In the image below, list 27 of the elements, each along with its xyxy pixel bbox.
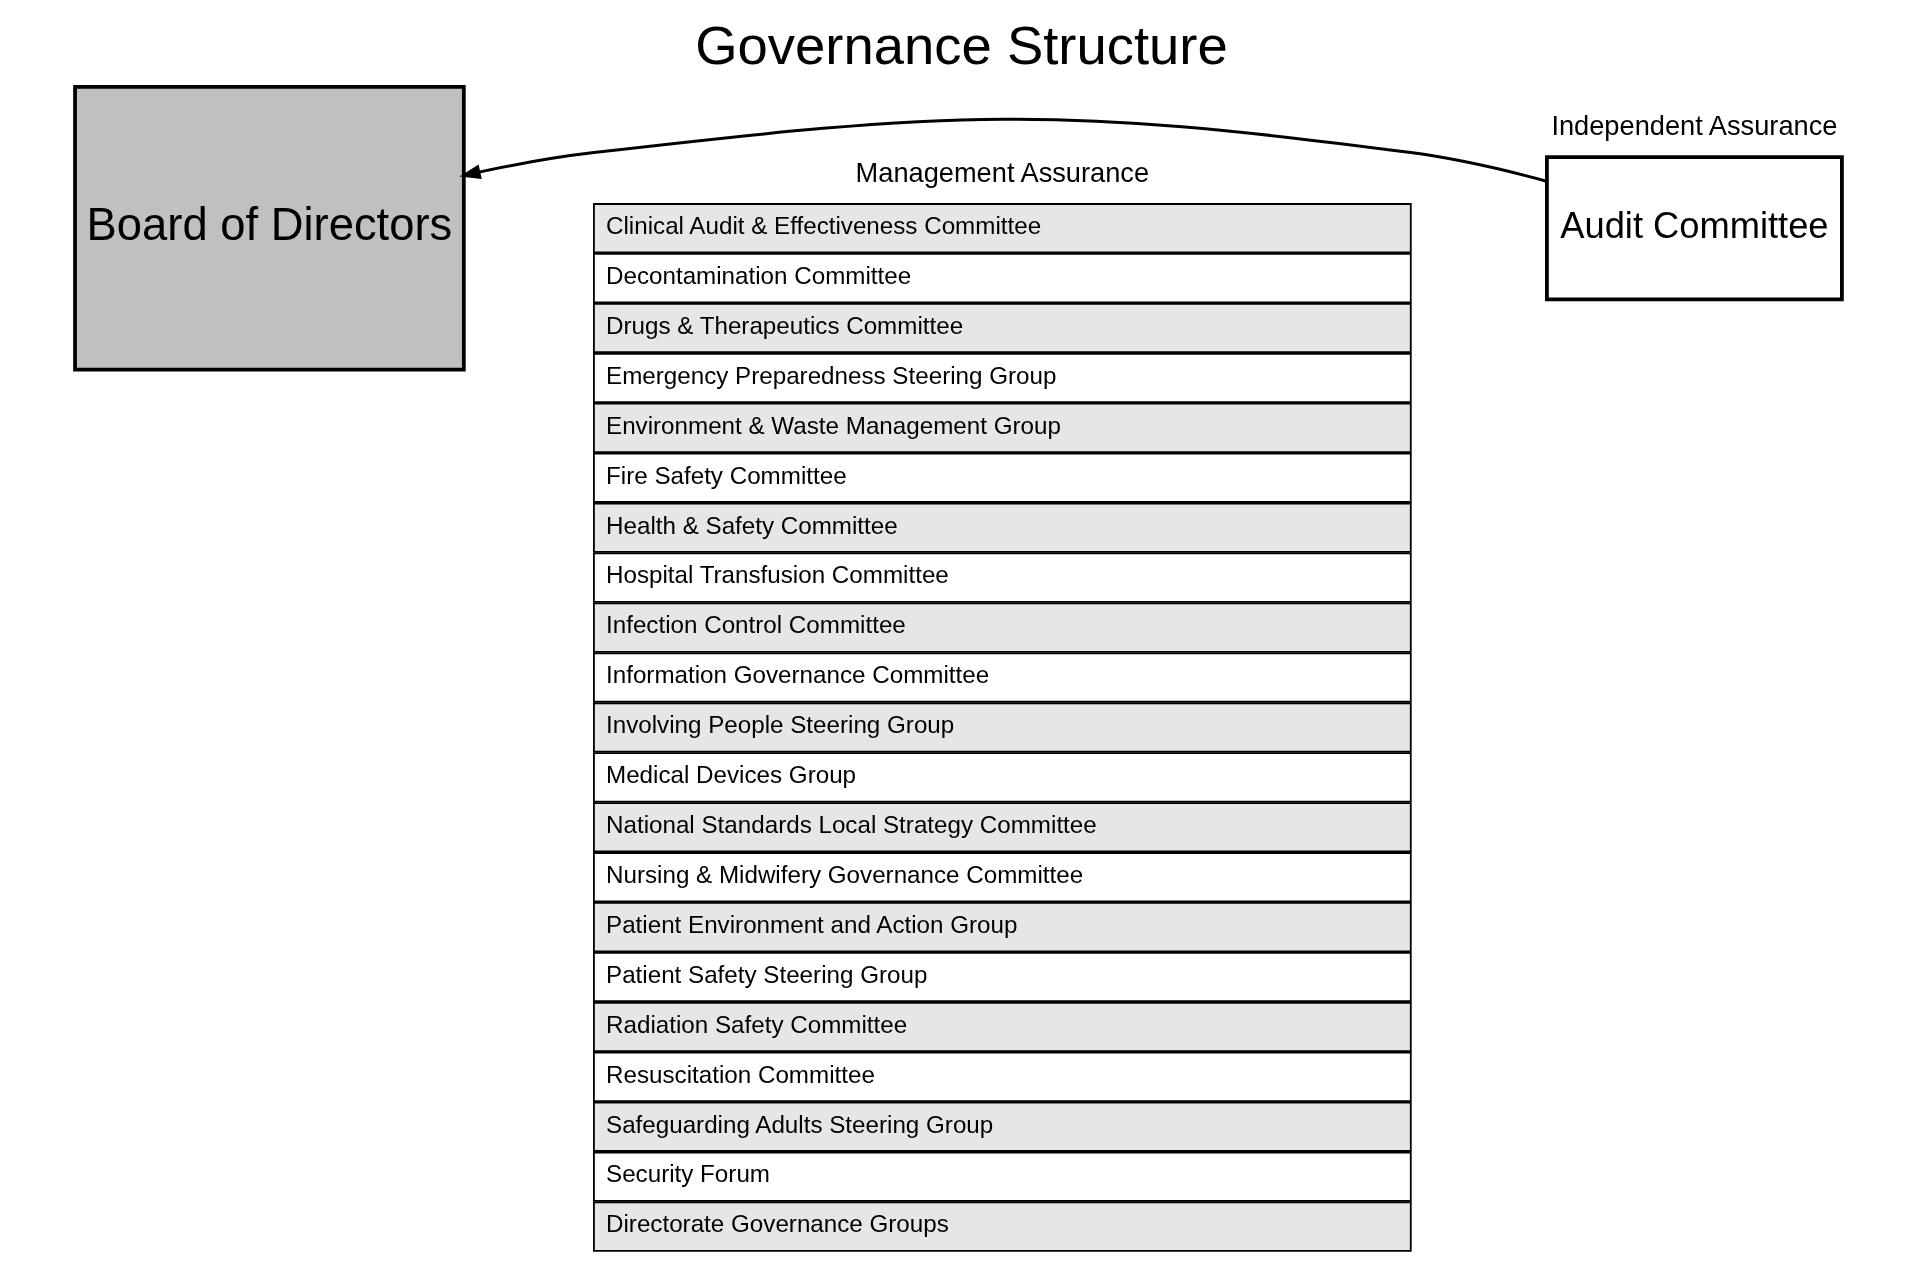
arrow: [459, 117, 1547, 183]
node-box: Directorate Governance Groups: [593, 1201, 1412, 1252]
node-box: Nursing & Midwifery Governance Committee: [593, 852, 1412, 903]
node-box: Decontamination Committee: [593, 253, 1412, 304]
node-box: Audit Committee: [1545, 155, 1844, 302]
node-box: Security Forum: [593, 1151, 1412, 1202]
node-box: Fire Safety Committee: [593, 452, 1412, 503]
node-box: Radiation Safety Committee: [593, 1001, 1412, 1053]
node-box: Environment & Waste Management Group: [593, 402, 1412, 454]
node-box: Hospital Transfusion Committee: [593, 552, 1412, 603]
node-box: Health & Safety Committee: [593, 502, 1412, 553]
node-box: Medical Devices Group: [593, 752, 1412, 803]
label: Management Assurance: [855, 156, 1150, 188]
node-box: Clinical Audit & Effectiveness Committee: [593, 203, 1412, 254]
node-box: Safeguarding Adults Steering Group: [593, 1101, 1412, 1152]
node-box: Resuscitation Committee: [593, 1051, 1412, 1102]
node-box: Drugs & Therapeutics Committee: [593, 302, 1412, 354]
node-box: Board of Directors: [73, 84, 466, 372]
node-box: Infection Control Committee: [593, 602, 1412, 653]
node-box: Patient Safety Steering Group: [593, 951, 1412, 1003]
node-box: Patient Environment and Action Group: [593, 902, 1412, 953]
node-box: Emergency Preparedness Steering Group: [593, 352, 1412, 404]
node-box: National Standards Local Strategy Committee: [593, 802, 1412, 853]
node-box: Information Governance Committee: [593, 652, 1412, 703]
diagram-title: Governance Structure: [695, 14, 1228, 76]
label: Independent Assurance: [1551, 110, 1838, 142]
node-box: Involving People Steering Group: [593, 702, 1412, 753]
